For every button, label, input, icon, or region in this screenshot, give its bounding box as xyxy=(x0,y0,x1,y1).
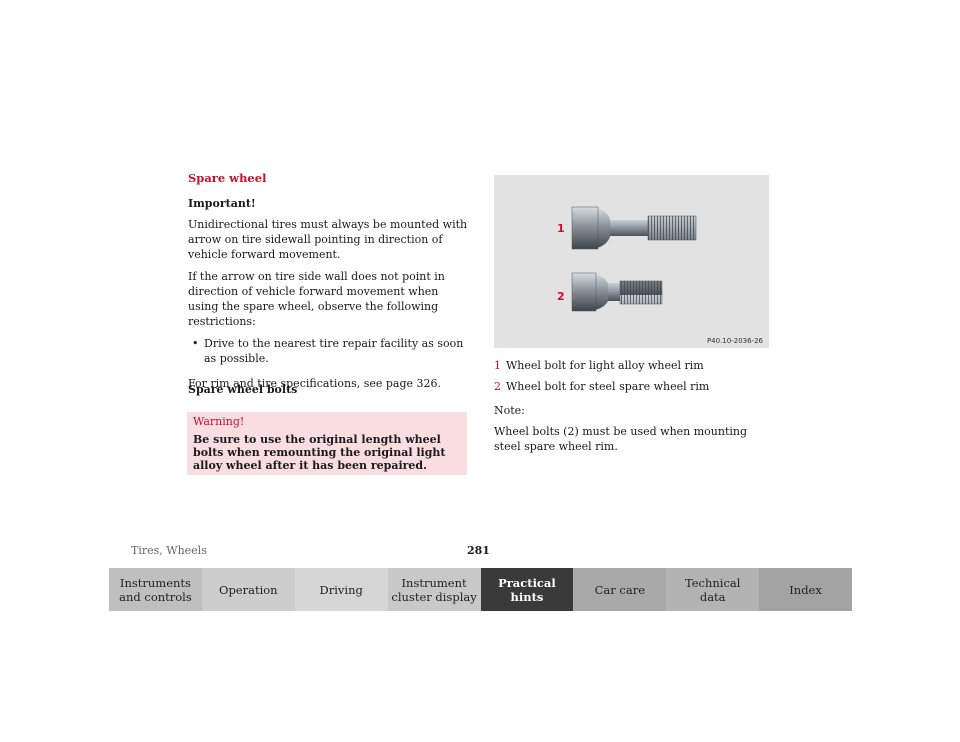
bolt-1 xyxy=(571,206,697,250)
wheel-bolts-illustration: 1 2 xyxy=(557,206,697,312)
legend-text: Wheel bolt for steel spare wheel rim xyxy=(506,380,710,393)
important-label: Important! xyxy=(188,197,256,210)
bolt-2 xyxy=(571,272,663,312)
legend-text: Wheel bolt for light alloy wheel rim xyxy=(506,359,704,372)
warning-body: Be sure to use the original length wheel… xyxy=(193,433,446,472)
note-text: Wheel bolts (2) must be used when mounti… xyxy=(494,425,748,453)
footer-section-title: Tires, Wheels xyxy=(131,544,207,557)
left-column: Important! Unidirectional tires must alw… xyxy=(188,196,470,398)
nav-tab-car-care[interactable]: Car care xyxy=(573,568,667,611)
paragraph-arrow-direction: Unidirectional tires must always be moun… xyxy=(188,218,468,261)
wheel-bolts-figure: 1 2 P40.10-2036-26 xyxy=(494,175,769,348)
nav-tab-instruments-controls[interactable]: Instruments and controls xyxy=(109,568,202,611)
paragraph-restrictions: If the arrow on tire side wall does not … xyxy=(188,270,445,328)
nav-tab-technical-data[interactable]: Technical data xyxy=(666,568,760,611)
section-title: Spare wheel xyxy=(188,171,267,185)
bullet-dot: • xyxy=(192,337,199,350)
callout-1: 1 xyxy=(557,222,565,235)
nav-tab-practical-hints[interactable]: Practical hints xyxy=(480,568,574,611)
legend-number: 2 xyxy=(494,380,501,393)
legend-item: 1 Wheel bolt for light alloy wheel rim xyxy=(494,358,774,373)
note-label: Note: xyxy=(494,404,525,417)
spec-reference: For rim and tire specifications, see pag… xyxy=(188,377,442,390)
nav-tab-operation[interactable]: Operation xyxy=(201,568,295,611)
chapter-navigation: Instruments and controls Operation Drivi… xyxy=(109,568,852,611)
nav-tab-cluster-display[interactable]: Instrument cluster display xyxy=(387,568,481,611)
bullet-text: Drive to the nearest tire repair facilit… xyxy=(204,337,464,365)
nav-tab-index[interactable]: Index xyxy=(759,568,852,611)
callout-2: 2 xyxy=(557,290,565,303)
legend-item: 2 Wheel bolt for steel spare wheel rim xyxy=(494,379,774,394)
warning-box: Warning! Be sure to use the original len… xyxy=(187,412,467,475)
warning-title: Warning! xyxy=(193,415,245,428)
page-number: 281 xyxy=(467,544,490,557)
bolts-title: Spare wheel bolts xyxy=(188,383,298,396)
legend-number: 1 xyxy=(494,359,501,372)
note-block: Note: Wheel bolts (2) must be used when … xyxy=(494,403,774,460)
nav-tab-driving[interactable]: Driving xyxy=(294,568,388,611)
bullet-item: • Drive to the nearest tire repair facil… xyxy=(188,336,470,366)
figure-code: P40.10-2036-26 xyxy=(706,337,763,345)
